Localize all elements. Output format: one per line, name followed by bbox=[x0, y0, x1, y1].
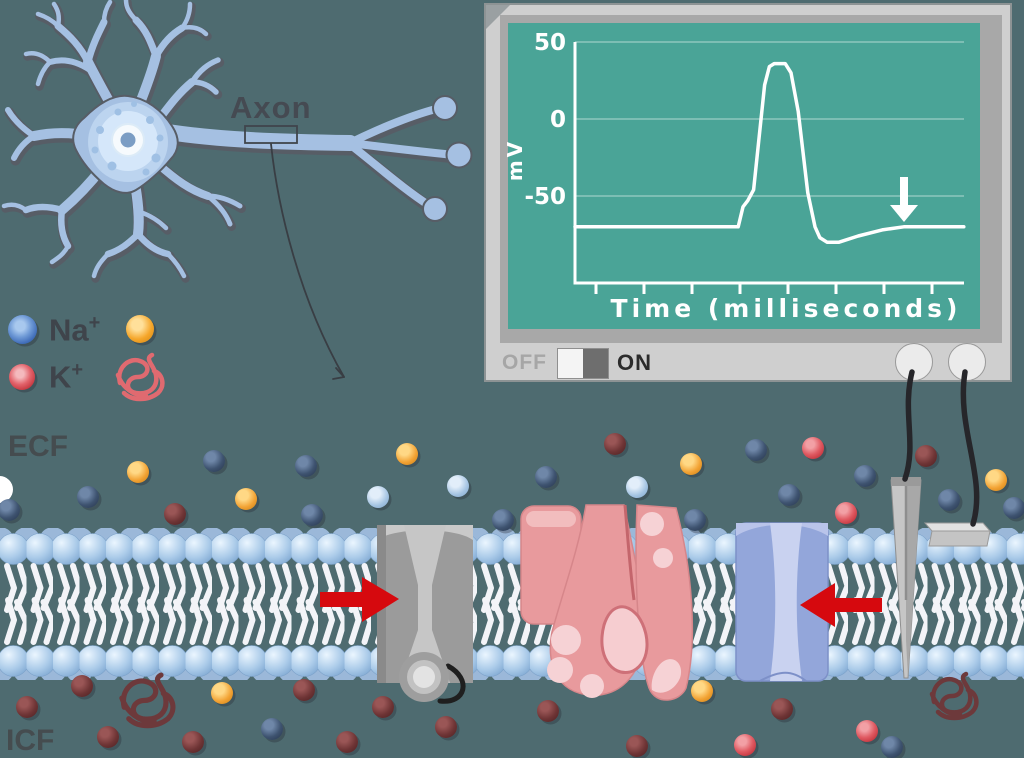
sodium-potassium-pump bbox=[377, 525, 473, 704]
orange-ion bbox=[211, 682, 233, 704]
na-ion-legend-sphere bbox=[8, 315, 37, 344]
maroon-ion bbox=[372, 696, 394, 718]
navy-ion bbox=[295, 455, 317, 477]
neuron-nucleus bbox=[111, 123, 145, 157]
lightblue-ion bbox=[626, 476, 648, 498]
na-legend-label: Na+ bbox=[49, 312, 101, 348]
navy-ion bbox=[1003, 497, 1024, 519]
red-ion bbox=[734, 734, 756, 756]
electrode-jack-2[interactable] bbox=[948, 343, 986, 381]
red-ion bbox=[835, 502, 857, 524]
protein-squiggle-icf-right bbox=[932, 674, 976, 718]
red-arrow-into-channel bbox=[800, 583, 882, 627]
navy-ion bbox=[77, 486, 99, 508]
maroon-ion bbox=[182, 731, 204, 753]
orange-ion bbox=[680, 453, 702, 475]
orange-ion-legend-sphere bbox=[126, 315, 154, 343]
k-ion-legend-sphere bbox=[9, 364, 35, 390]
navy-ion bbox=[881, 736, 903, 758]
electrode-jack-1[interactable] bbox=[895, 343, 933, 381]
maroon-ion bbox=[435, 716, 457, 738]
lightblue-ion bbox=[367, 486, 389, 508]
oscilloscope-screen: 50 0 -50 mV Time (milliseconds) bbox=[503, 23, 980, 329]
axon-label: Axon bbox=[230, 90, 312, 125]
power-toggle-switch[interactable] bbox=[557, 347, 609, 379]
ecf-label: ECF bbox=[8, 430, 68, 463]
navy-ion bbox=[492, 509, 514, 531]
orange-ion bbox=[235, 488, 257, 510]
orange-ion bbox=[396, 443, 418, 465]
off-label: OFF bbox=[502, 351, 547, 374]
action-potential-trace bbox=[573, 61, 966, 244]
navy-ion bbox=[535, 466, 557, 488]
maroon-ion bbox=[71, 675, 93, 697]
edge-white-dot bbox=[0, 476, 13, 503]
pink-channel-protein bbox=[520, 504, 694, 701]
maroon-ion bbox=[16, 696, 38, 718]
navy-ion bbox=[745, 439, 767, 461]
maroon-ion bbox=[771, 698, 793, 720]
y-tick-label: -50 bbox=[524, 184, 566, 210]
toggle-slider bbox=[558, 348, 583, 378]
blue-channel-protein bbox=[735, 522, 829, 682]
navy-ion bbox=[854, 465, 876, 487]
navy-ion bbox=[261, 718, 283, 740]
icf-label: ICF bbox=[6, 724, 55, 757]
oscilloscope: 50 0 -50 mV Time (milliseconds) OFF ON bbox=[484, 3, 1012, 382]
red-ion bbox=[856, 720, 878, 742]
maroon-ion bbox=[915, 445, 937, 467]
maroon-ion bbox=[537, 700, 559, 722]
y-tick-label: 50 bbox=[534, 30, 566, 56]
inactivation-ball bbox=[399, 652, 449, 702]
maroon-ion bbox=[336, 731, 358, 753]
phospholipid-bilayer bbox=[0, 528, 1024, 680]
maroon-ion bbox=[164, 503, 186, 525]
navy-ion bbox=[938, 489, 960, 511]
navy-ion bbox=[684, 509, 706, 531]
maroon-ion bbox=[626, 735, 648, 757]
maroon-ion bbox=[293, 679, 315, 701]
inactivation-chain bbox=[437, 663, 466, 704]
red-ion bbox=[802, 437, 824, 459]
axon-pointer-arrow bbox=[270, 143, 345, 380]
navy-ion bbox=[301, 504, 323, 526]
axon-zoom-box bbox=[244, 125, 298, 144]
red-arrow-into-pump bbox=[320, 577, 399, 622]
maroon-ion bbox=[604, 433, 626, 455]
navy-ion bbox=[203, 450, 225, 472]
event-arrow bbox=[890, 177, 918, 222]
lightblue-ion bbox=[447, 475, 469, 497]
x-axis-ticks bbox=[594, 283, 934, 294]
navy-ion bbox=[0, 499, 20, 521]
surface-electrode bbox=[923, 522, 992, 547]
navy-ion bbox=[778, 484, 800, 506]
chart-axes bbox=[573, 42, 964, 285]
on-label: ON bbox=[617, 350, 652, 375]
y-axis-labels: 50 0 -50 bbox=[524, 30, 566, 210]
orange-ion bbox=[985, 469, 1007, 491]
maroon-ion bbox=[97, 726, 119, 748]
y-axis-title: mV bbox=[503, 139, 527, 181]
k-legend-label: K+ bbox=[49, 359, 84, 395]
soma-speckles bbox=[91, 101, 164, 176]
neuron-soma bbox=[72, 94, 179, 194]
protein-squiggle-icf-left bbox=[122, 675, 173, 726]
orange-ion bbox=[691, 680, 713, 702]
chart-gridlines bbox=[575, 41, 964, 197]
needle-electrode bbox=[890, 477, 922, 679]
x-axis-title: Time (milliseconds) bbox=[611, 294, 962, 323]
orange-ion bbox=[127, 461, 149, 483]
y-tick-label: 0 bbox=[550, 107, 566, 133]
protein-squiggle-legend bbox=[118, 355, 162, 399]
axon-terminal-bulbs bbox=[422, 95, 473, 222]
